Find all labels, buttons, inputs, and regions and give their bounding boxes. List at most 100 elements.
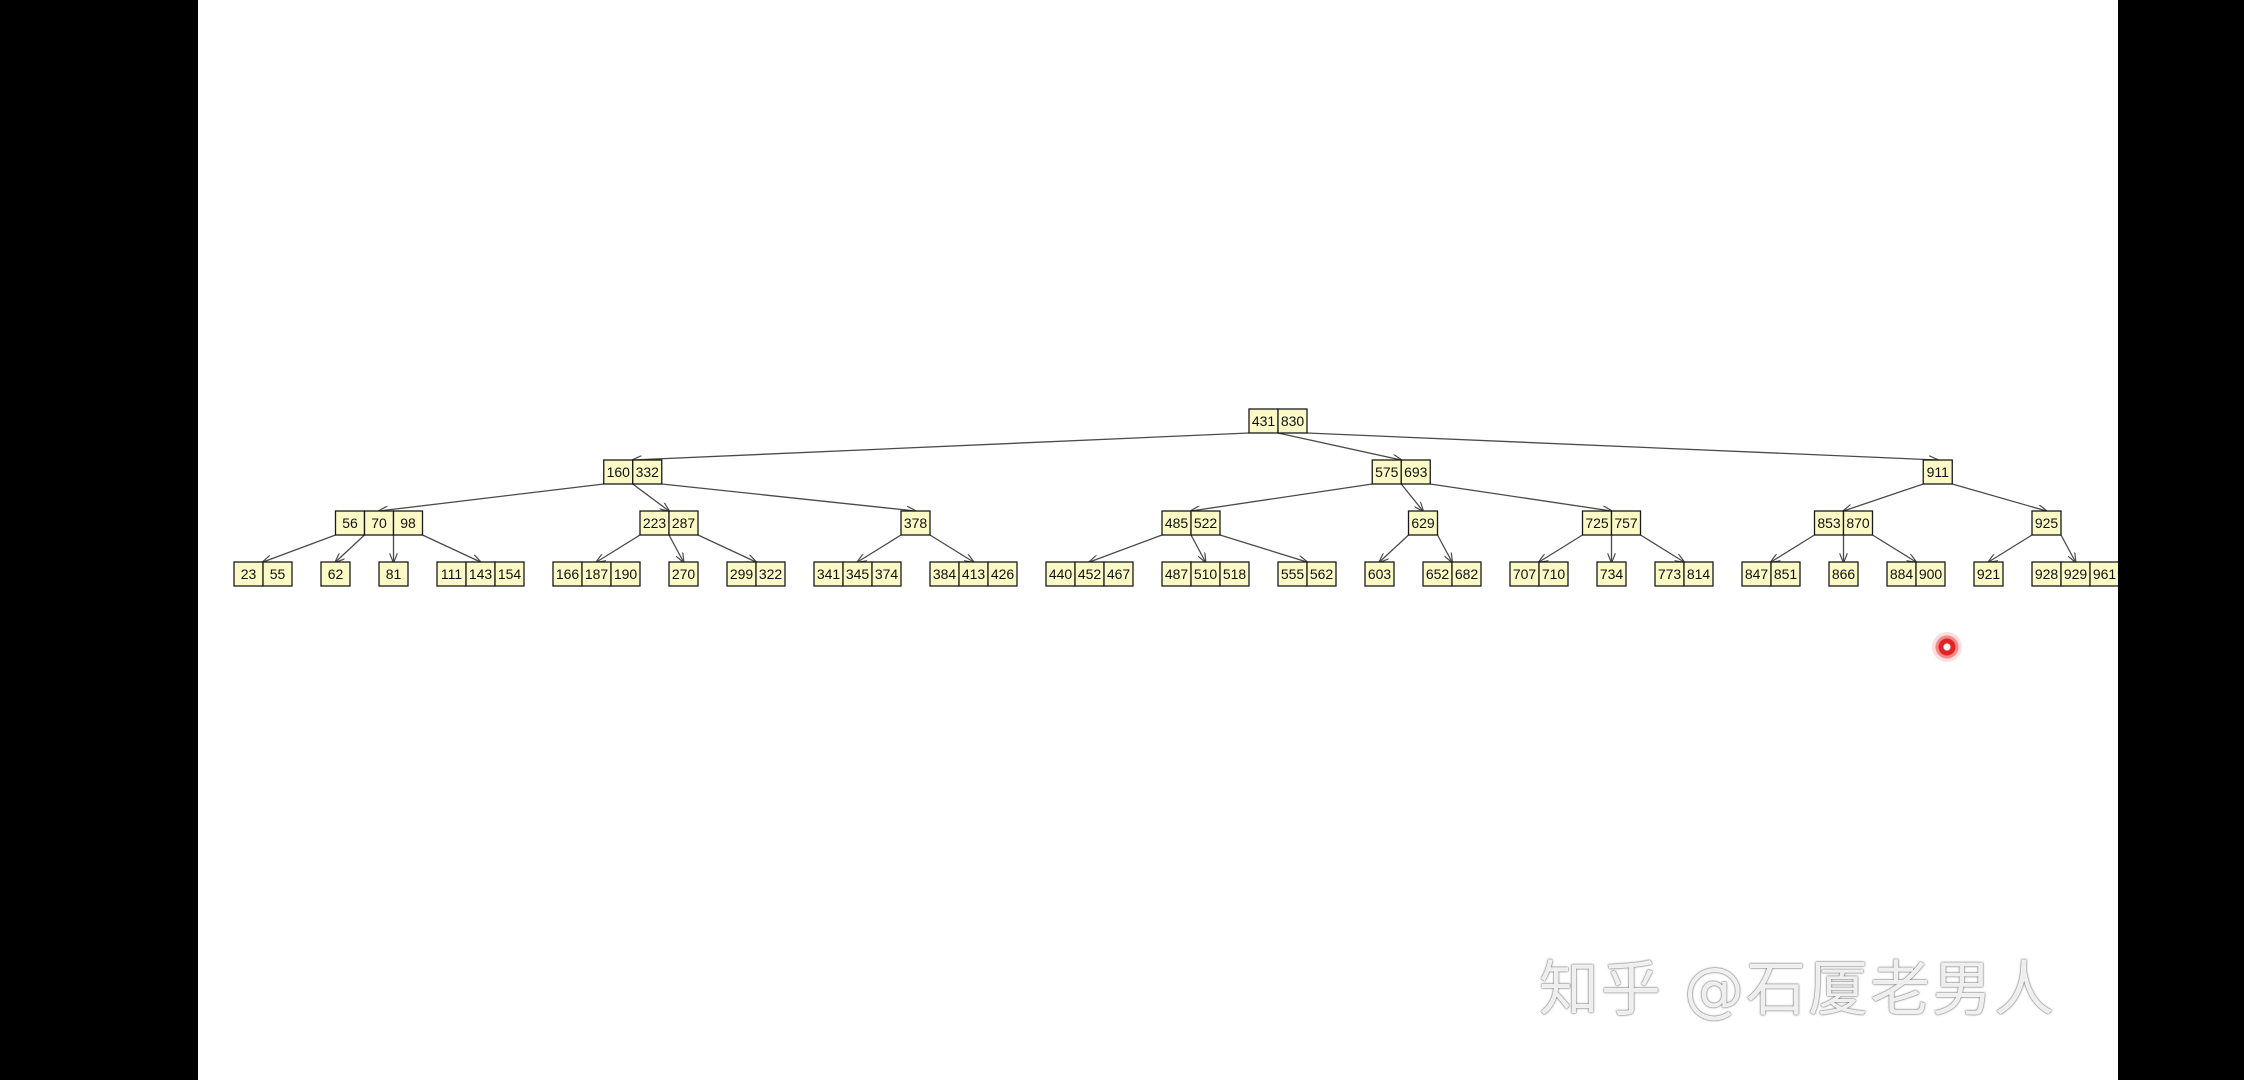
key-label: 378 xyxy=(904,515,928,531)
key-cell xyxy=(320,561,351,587)
watermark: 知乎 @石厦老男人 xyxy=(1538,955,2056,1025)
key-label: 487 xyxy=(1165,566,1189,582)
key-label: 830 xyxy=(1281,413,1305,429)
key-cell xyxy=(1277,561,1308,587)
key-label: 911 xyxy=(1927,464,1950,480)
key-cell xyxy=(1741,561,1772,587)
key-cell xyxy=(1973,561,2004,587)
tree-edge-56-70-98-to-23-55 xyxy=(263,534,336,562)
key-cell xyxy=(392,510,424,536)
key-cell xyxy=(1886,561,1917,587)
key-label: 452 xyxy=(1078,566,1102,582)
key-cell xyxy=(929,561,960,587)
key-label: 374 xyxy=(875,566,899,582)
key-label: 154 xyxy=(498,566,522,582)
tree-edge-378-to-341-345-374 xyxy=(858,534,902,562)
tree-edge-431-830-to-911 xyxy=(1306,432,1938,460)
key-label: 81 xyxy=(386,566,402,582)
key-cell xyxy=(1683,561,1714,587)
tree-edge-160-332-to-378 xyxy=(661,483,916,511)
key-label: 187 xyxy=(585,566,609,582)
tree-node-56-70-98: 56 70 98 xyxy=(334,510,424,536)
tree-edge-575-693-to-629 xyxy=(1400,483,1423,511)
key-cell xyxy=(1813,510,1845,536)
key-label: 190 xyxy=(614,566,638,582)
key-cell xyxy=(262,561,293,587)
tree-node-62: 62 xyxy=(320,561,351,587)
key-cell xyxy=(1770,561,1801,587)
key-cell xyxy=(1538,561,1569,587)
key-label: 98 xyxy=(400,515,416,531)
tree-node-378: 378 xyxy=(900,510,931,536)
key-cell xyxy=(871,561,902,587)
tree-edge-160-332-to-56-70-98 xyxy=(379,483,604,511)
key-cell xyxy=(1306,561,1337,587)
key-cell xyxy=(632,459,663,485)
cursor-highlight-icon xyxy=(1932,632,1962,662)
tree-edge-485-522-to-555-562 xyxy=(1219,534,1307,562)
tree-edge-911-to-853-870 xyxy=(1844,483,1924,511)
key-label: 345 xyxy=(846,566,870,582)
key-label: 160 xyxy=(607,464,631,480)
key-label: 270 xyxy=(672,566,696,582)
tree-edge-925-to-928-929-961 xyxy=(2060,534,2076,562)
key-label: 853 xyxy=(1817,515,1841,531)
key-label: 866 xyxy=(1832,566,1856,582)
tree-edge-725-757-to-707-710 xyxy=(1539,534,1583,562)
tree-edge-485-522-to-440-452-467 xyxy=(1090,534,1163,562)
key-label: 773 xyxy=(1658,566,1682,582)
key-cell xyxy=(668,561,699,587)
key-label: 111 xyxy=(441,566,462,582)
key-cell xyxy=(1654,561,1685,587)
tree-node-603: 603 xyxy=(1364,561,1395,587)
key-cell xyxy=(1915,561,1946,587)
tree-edge-853-870-to-847-851 xyxy=(1771,534,1815,562)
key-cell xyxy=(2089,561,2118,587)
tree-edge-56-70-98-to-111-143-154 xyxy=(422,534,481,562)
key-cell xyxy=(1828,561,1859,587)
key-cell xyxy=(987,561,1018,587)
key-label: 518 xyxy=(1223,566,1247,582)
tree-node-160-332: 160 332 xyxy=(603,459,663,485)
key-cell xyxy=(2031,510,2062,536)
key-cell xyxy=(1451,561,1482,587)
tree-node-925: 925 xyxy=(2031,510,2062,536)
key-label: 70 xyxy=(371,515,387,531)
tree-node-921: 921 xyxy=(1973,561,2004,587)
key-cell xyxy=(1248,408,1279,434)
tree-edge-223-287-to-270 xyxy=(668,534,684,562)
tree-edges xyxy=(263,432,2076,562)
key-label: 299 xyxy=(730,566,754,582)
key-label: 440 xyxy=(1049,566,1073,582)
key-label: 510 xyxy=(1194,566,1218,582)
key-label: 332 xyxy=(636,464,660,480)
key-label: 56 xyxy=(342,515,358,531)
tree-edge-911-to-925 xyxy=(1952,483,2046,511)
tree-node-911: 911 xyxy=(1922,459,1953,485)
tree-edge-160-332-to-223-287 xyxy=(632,483,669,511)
tree-edge-853-870-to-884-900 xyxy=(1872,534,1917,562)
key-label: 928 xyxy=(2035,566,2059,582)
key-cell xyxy=(603,459,634,485)
key-label: 341 xyxy=(817,566,841,582)
key-label: 707 xyxy=(1513,566,1537,582)
key-label: 603 xyxy=(1368,566,1392,582)
key-label: 629 xyxy=(1411,515,1435,531)
key-cell xyxy=(1581,510,1613,536)
key-cell xyxy=(1610,510,1642,536)
tree-edge-431-830-to-575-693 xyxy=(1277,432,1401,460)
key-label: 287 xyxy=(672,515,696,531)
